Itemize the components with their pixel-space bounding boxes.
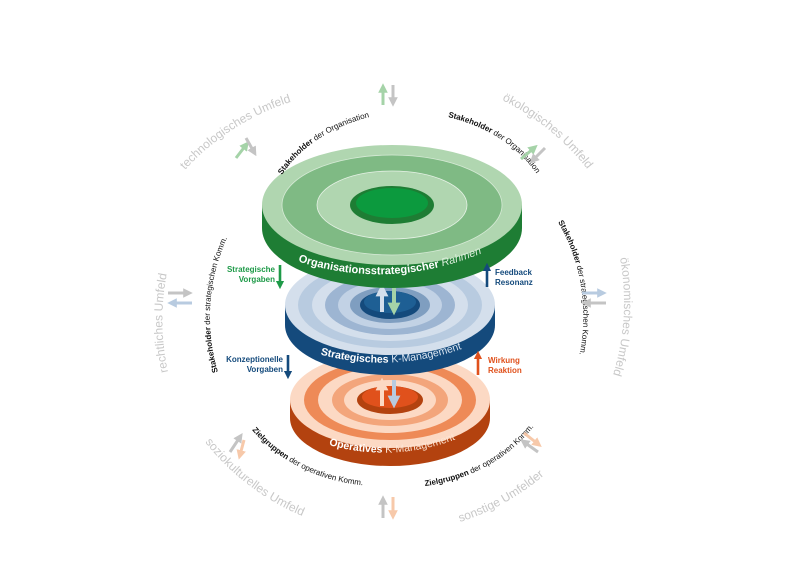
exchange-arrows-top-icon bbox=[378, 83, 398, 107]
impact-label: Wirkung Reaktion bbox=[488, 356, 558, 376]
strategic-guidelines-line1: Strategische bbox=[226, 265, 275, 274]
strategic-guidelines-line2: Vorgaben bbox=[238, 275, 275, 284]
env-legal-label: rechtliches Umfeld bbox=[151, 272, 171, 374]
conceptual-guidelines-line1: Konzeptionelle bbox=[226, 355, 283, 364]
exchange-arrows-left-icon bbox=[167, 288, 193, 308]
impact-line1: Wirkung bbox=[488, 356, 520, 365]
feedback-line1: Feedback bbox=[495, 268, 532, 277]
env-technological-label: technologisches Umfeld bbox=[177, 91, 292, 172]
exchange-arrows-bottom-left-icon bbox=[228, 433, 246, 460]
organisational-layer-disk bbox=[262, 145, 522, 288]
env-sociocultural-label: soziokulturelles Umfeld bbox=[203, 435, 307, 519]
exchange-arrows-bottom-right-icon bbox=[520, 431, 542, 454]
operative-core-arrows-icon bbox=[375, 377, 401, 409]
env-ecological-label: ökologisches Umfeld bbox=[501, 90, 596, 171]
feedback-line2: Resonanz bbox=[495, 278, 533, 287]
impact-line2: Reaktion bbox=[488, 366, 522, 375]
exchange-arrows-bottom-icon bbox=[378, 495, 398, 520]
strategic-guidelines-label: Strategische Vorgaben bbox=[205, 265, 275, 285]
env-economic-label: ökonomisches Umfeld bbox=[610, 256, 635, 378]
exchange-arrows-top-right-icon bbox=[520, 144, 547, 164]
conceptual-guidelines-line2: Vorgaben bbox=[246, 365, 283, 374]
conceptual-guidelines-label: Konzeptionelle Vorgaben bbox=[205, 355, 283, 375]
exchange-arrows-right-icon bbox=[581, 288, 607, 308]
feedback-label: Feedback Resonanz bbox=[495, 268, 565, 288]
exchange-arrows-top-left-icon bbox=[234, 137, 257, 159]
stakeholder-strat-left-label: Stakeholder der strategischen Komm. bbox=[203, 235, 229, 374]
strategic-core-arrows-icon bbox=[375, 283, 401, 316]
